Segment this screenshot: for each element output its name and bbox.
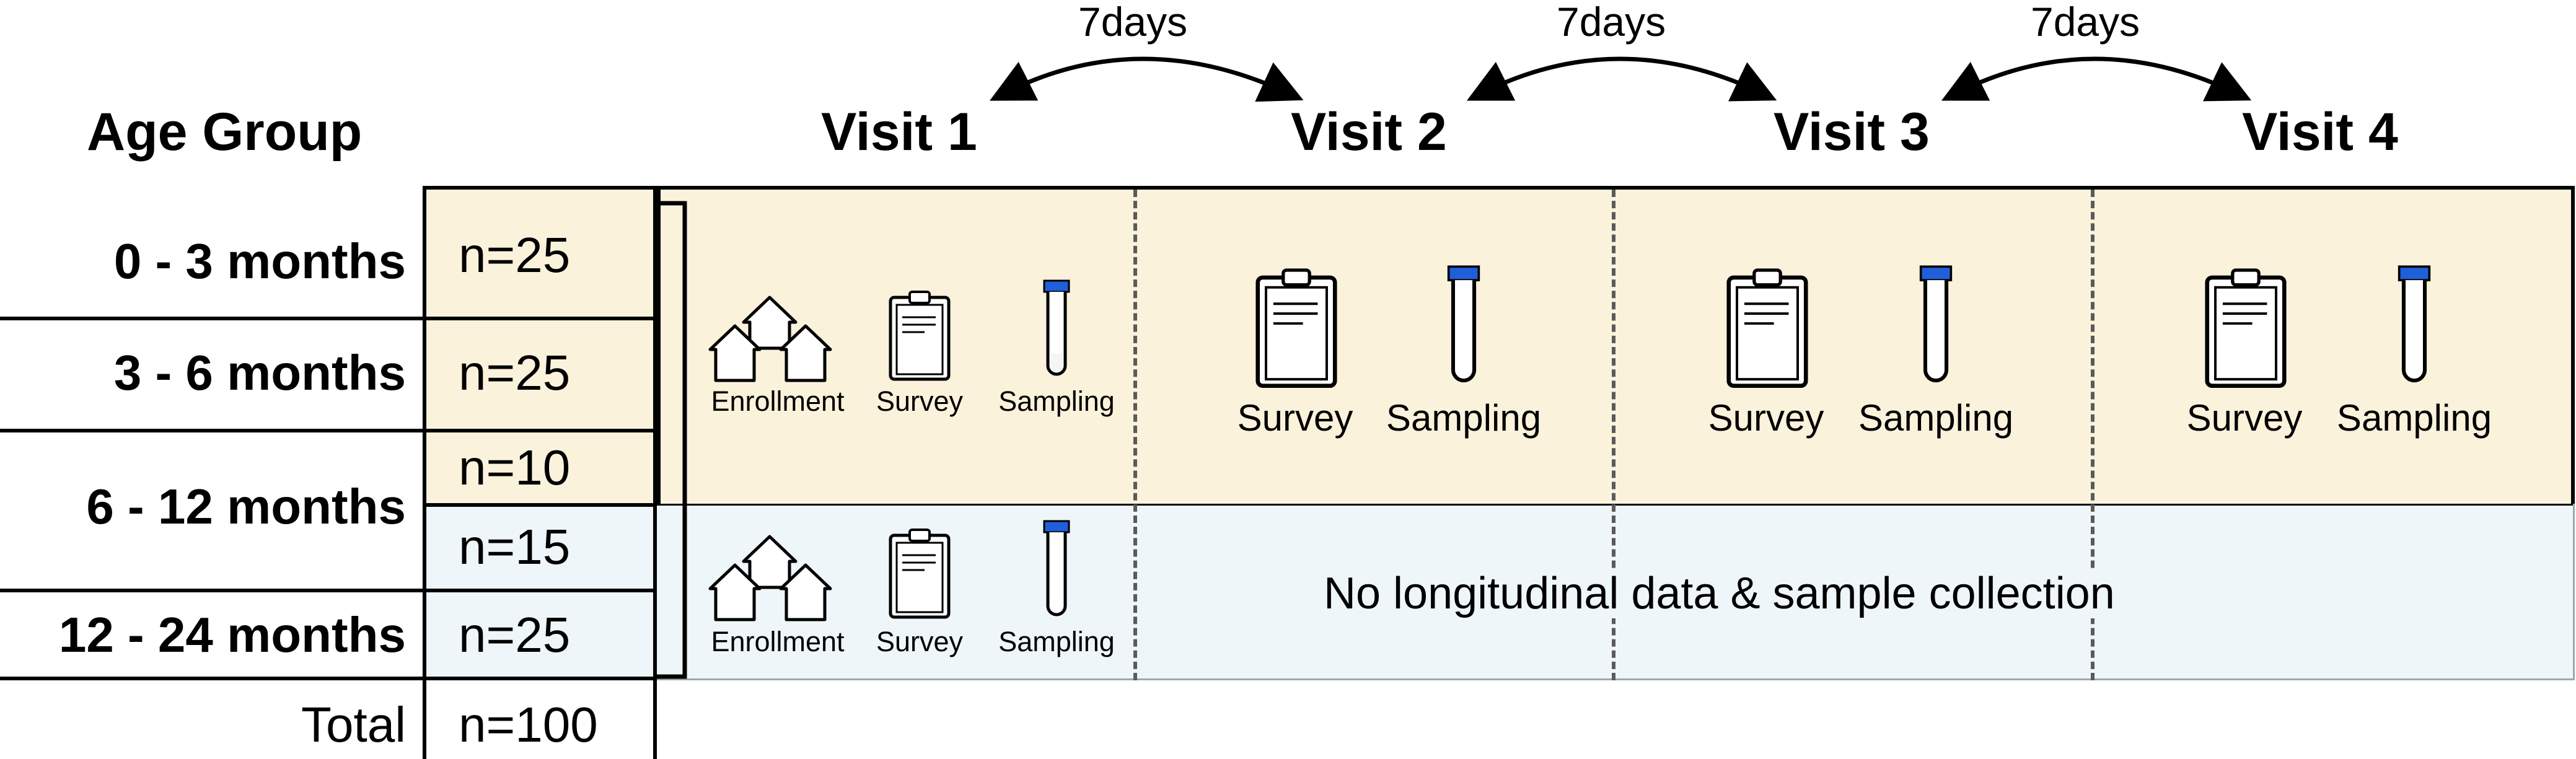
count-6-12-longitudinal: n=10 xyxy=(459,440,571,495)
survey-label-visit1-top: Survey xyxy=(876,385,964,417)
clipboard-icon xyxy=(889,291,951,381)
count-column-yellow xyxy=(426,186,657,506)
survey-label-visit2: Survey xyxy=(1237,397,1353,439)
visit-1-header: Visit 1 xyxy=(821,102,977,162)
age-group-header: Age Group xyxy=(87,102,363,162)
row-rule-1 xyxy=(0,317,657,320)
count-0-3: n=25 xyxy=(459,227,571,283)
age-label-12-24: 12 - 24 months xyxy=(58,607,406,662)
visit-separator-3 xyxy=(2091,190,2095,680)
visit-4-header: Visit 4 xyxy=(2242,102,2398,162)
row-rule-5 xyxy=(0,677,657,680)
sampling-label-visit3: Sampling xyxy=(1858,397,2014,439)
visit-3-header: Visit 3 xyxy=(1774,102,1930,162)
sampling-label-visit1-bottom: Sampling xyxy=(998,626,1115,657)
count-12-24: n=25 xyxy=(459,607,571,662)
row-rule-4 xyxy=(0,589,657,592)
test-tube-icon xyxy=(1447,265,1480,383)
survey-label-visit4: Survey xyxy=(2186,397,2303,439)
test-tube-icon xyxy=(1919,265,1953,383)
interval-label-1: 7days xyxy=(1078,0,1188,45)
sampling-label-visit4: Sampling xyxy=(2336,397,2492,439)
clipboard-icon xyxy=(1255,268,1337,388)
no-longitudinal-data-note: No longitudinal data & sample collection xyxy=(1320,569,2119,618)
clipboard-icon xyxy=(889,529,951,619)
double-arrow-icon xyxy=(989,56,2252,102)
age-label-0-3: 0 - 3 months xyxy=(113,234,406,289)
survey-label-visit1-bottom: Survey xyxy=(876,626,964,657)
cohort-bracket xyxy=(656,201,687,679)
enrollment-label: Enrollment xyxy=(711,385,845,417)
visit-separator-1 xyxy=(1133,190,1137,680)
houses-icon xyxy=(708,296,832,382)
interval-label-3: 7days xyxy=(2031,0,2140,45)
row-rule-3 xyxy=(426,503,657,507)
count-total: n=100 xyxy=(459,697,598,752)
enrollment-label-bottom: Enrollment xyxy=(711,626,845,657)
test-tube-icon xyxy=(1043,520,1070,616)
houses-icon xyxy=(708,535,832,621)
table-divider-right xyxy=(653,186,657,759)
survey-label-visit3: Survey xyxy=(1708,397,1824,439)
test-tube-icon xyxy=(1043,279,1070,376)
count-6-12-cross-sectional: n=15 xyxy=(459,519,571,574)
test-tube-icon xyxy=(2398,265,2431,383)
clipboard-icon xyxy=(1726,268,1808,388)
age-label-3-6: 3 - 6 months xyxy=(113,345,406,400)
visit-2-header: Visit 2 xyxy=(1291,102,1447,162)
sampling-label-visit1-top: Sampling xyxy=(998,385,1115,417)
visit-separator-2 xyxy=(1612,190,1615,680)
table-divider-left xyxy=(423,186,426,759)
clipboard-icon xyxy=(2205,268,2287,388)
age-label-6-12: 6 - 12 months xyxy=(86,479,406,534)
cross-sectional-band-border xyxy=(657,504,2575,680)
count-column-blue xyxy=(426,506,657,680)
count-3-6: n=25 xyxy=(459,345,571,400)
sampling-label-visit2: Sampling xyxy=(1386,397,1542,439)
row-rule-2 xyxy=(0,429,657,432)
total-label: Total xyxy=(301,697,406,752)
interval-label-2: 7days xyxy=(1557,0,1666,45)
